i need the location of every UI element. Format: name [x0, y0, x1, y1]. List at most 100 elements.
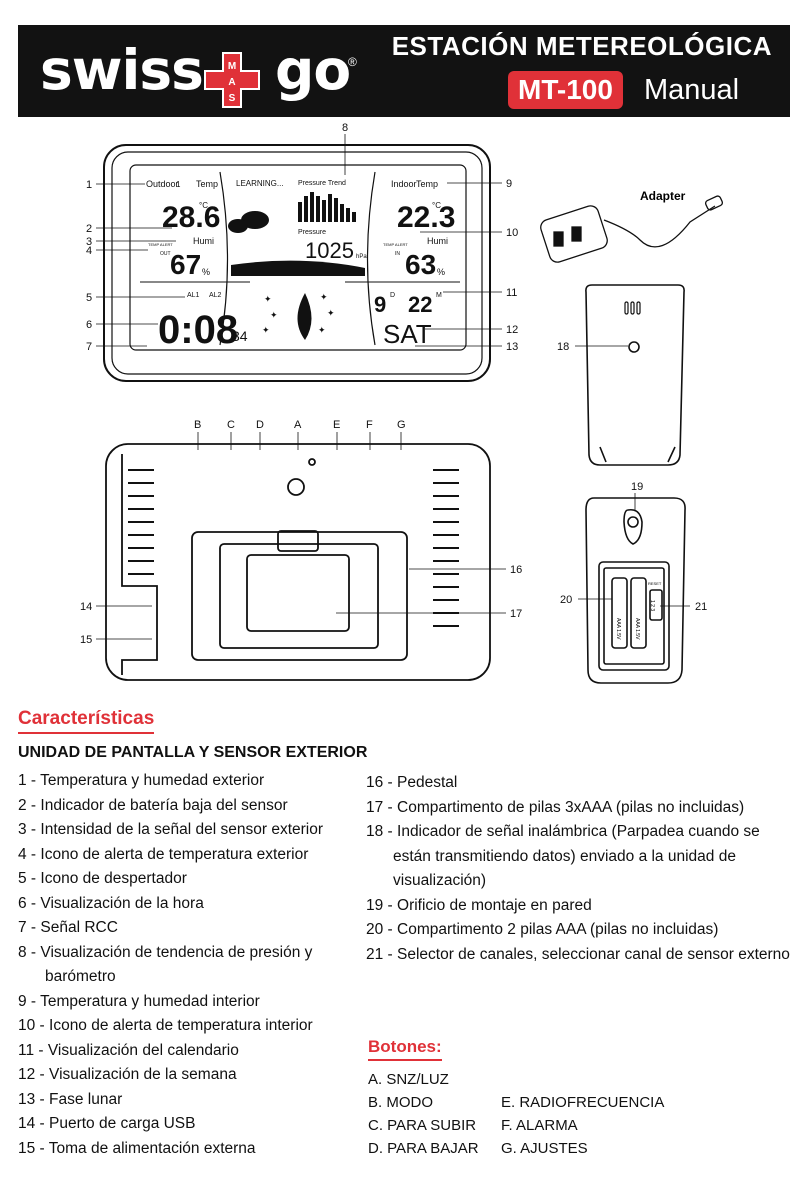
button-item: D. PARA BAJAR [368, 1140, 479, 1157]
feature-item: 19 - Orificio de montaje en pared [366, 896, 592, 914]
lcd-m: M [436, 292, 442, 299]
lcd-content: Outdoor Temp LEARNING... Pressure Trend … [146, 179, 455, 352]
feature-item: 6 - Visualización de la hora [18, 894, 204, 912]
svg-text:✦: ✦ [327, 308, 335, 318]
lcd-seconds: 34 [232, 328, 248, 344]
display-unit-back [105, 443, 491, 681]
pressure-bar [304, 196, 308, 222]
pressure-bar [310, 192, 314, 222]
lcd-in-temp: 22.3 [397, 201, 455, 234]
callout-label: B [194, 419, 201, 431]
callout-label: 4 [86, 245, 92, 257]
sensor-front [585, 284, 685, 466]
feature-item: 9 - Temperatura y humedad interior [18, 992, 260, 1010]
callout-label: 13 [506, 341, 518, 353]
callout-label: 11 [506, 287, 517, 299]
channel-label: 1 2 3 [649, 600, 655, 611]
lcd-pressure-val: 1025 [305, 238, 354, 263]
lcd-humi-out: Humi [193, 236, 214, 246]
display-unit-front [103, 144, 491, 382]
lcd-in-humi: 63 [405, 249, 436, 280]
lcd-humi-in: Humi [427, 236, 448, 246]
lcd-pressure: Pressure [298, 229, 326, 236]
callout-label: 16 [510, 564, 522, 576]
pressure-bar [334, 198, 338, 222]
lcd-al1: AL1 [187, 292, 200, 299]
lcd-pct-in: % [437, 267, 445, 277]
feature-item: 18 - Indicador de señal inalámbrica (Par… [366, 823, 760, 889]
lcd-out-humi: 67 [170, 249, 201, 280]
callout-label: 20 [560, 594, 572, 606]
callout-label: C [227, 419, 235, 431]
battery-label-2: AAA 1.5V [634, 618, 640, 640]
feature-item: 21 - Selector de canales, seleccionar ca… [366, 945, 790, 963]
reset-label: RESET [648, 581, 662, 586]
pressure-bar [328, 194, 332, 222]
cloud-icon [241, 211, 269, 229]
feature-item: 5 - Icono de despertador [18, 870, 187, 887]
pressure-bar [298, 202, 302, 222]
feature-item: 1 - Temperatura y humedad exterior [18, 772, 265, 789]
cloud-small-icon [228, 219, 248, 233]
svg-text:✦: ✦ [262, 325, 270, 335]
callout-label: 12 [506, 324, 518, 336]
feature-item: 7 - Señal RCC [18, 919, 118, 936]
lcd-out-temp: 28.6 [162, 201, 220, 234]
callout-label: 18 [557, 341, 569, 353]
button-item: F. ALARMA [501, 1117, 578, 1134]
lcd-out-label: OUT [160, 251, 171, 257]
adapter-label: Adapter [640, 189, 686, 203]
callout-label: 7 [86, 341, 92, 353]
feature-item: 10 - Icono de alerta de temperatura inte… [18, 1017, 313, 1034]
callout-label: 2 [86, 223, 92, 235]
moon-phase-icon [297, 293, 312, 340]
callout-label: 8 [342, 122, 348, 134]
callout-label: 14 [80, 601, 92, 613]
lcd-day: 9 [374, 292, 386, 317]
callout-label: 5 [86, 292, 92, 304]
cross-letter: M [228, 61, 236, 72]
feature-item: 20 - Compartimento 2 pilas AAA (pilas no… [366, 921, 719, 938]
pressure-bar [316, 196, 320, 222]
callout-label: D [256, 419, 264, 431]
lcd-pct-out: % [202, 267, 210, 277]
features-subtitle: UNIDAD DE PANTALLA Y SENSOR EXTERIOR [18, 744, 368, 761]
callout-label: 15 [80, 634, 92, 646]
lcd-month: 22 [408, 292, 432, 317]
feature-item: 11 - Visualización del calendario [18, 1041, 239, 1059]
lcd-indoor: Indoor [391, 179, 417, 189]
features-title: Características [18, 708, 155, 734]
adapter-illustration [540, 195, 724, 263]
lcd-in-label: IN [395, 251, 400, 257]
svg-text:✦: ✦ [270, 310, 278, 320]
callout-label: E [333, 419, 340, 431]
button-item: A. SNZ/LUZ [368, 1071, 449, 1088]
buttons-col-1: A. SNZ/LUZ B. MODO C. PARA SUBIR D. PARA BA… [368, 1068, 479, 1160]
registered-mark: ® [348, 55, 357, 69]
features-list-left: 1 - Temperatura y humedad exterior 2 - In… [18, 769, 353, 1161]
button-item: B. MODO [368, 1094, 434, 1111]
feature-item: 2 - Indicador de batería baja del sensor [18, 796, 288, 814]
lcd-d: D [390, 292, 395, 299]
lcd-weekday: SAT [383, 319, 432, 349]
landscape-icon [231, 260, 365, 276]
callout-label: 6 [86, 319, 92, 331]
buttons-title: Botones: [368, 1037, 442, 1061]
battery-label-1: AAA 1.5V [615, 618, 621, 640]
pressure-bar [346, 208, 350, 222]
callout-label: 9 [506, 178, 512, 190]
cross-letter: A [228, 77, 235, 88]
pressure-bar [340, 204, 344, 222]
feature-item: 14 - Puerto de carga USB [18, 1115, 196, 1132]
callout-label: F [366, 419, 373, 431]
callout-label: 3 [86, 236, 92, 248]
lcd-pressure-trend: Pressure Trend [298, 180, 346, 187]
callout-label: 1 [86, 179, 92, 191]
lcd-deg-in: °C [432, 201, 441, 210]
lcd-deg-out: °C [199, 201, 208, 210]
svg-text:✦: ✦ [318, 325, 326, 335]
button-item: C. PARA SUBIR [368, 1117, 477, 1134]
feature-item: 8 - Visualización de tendencia de presió… [18, 943, 313, 986]
